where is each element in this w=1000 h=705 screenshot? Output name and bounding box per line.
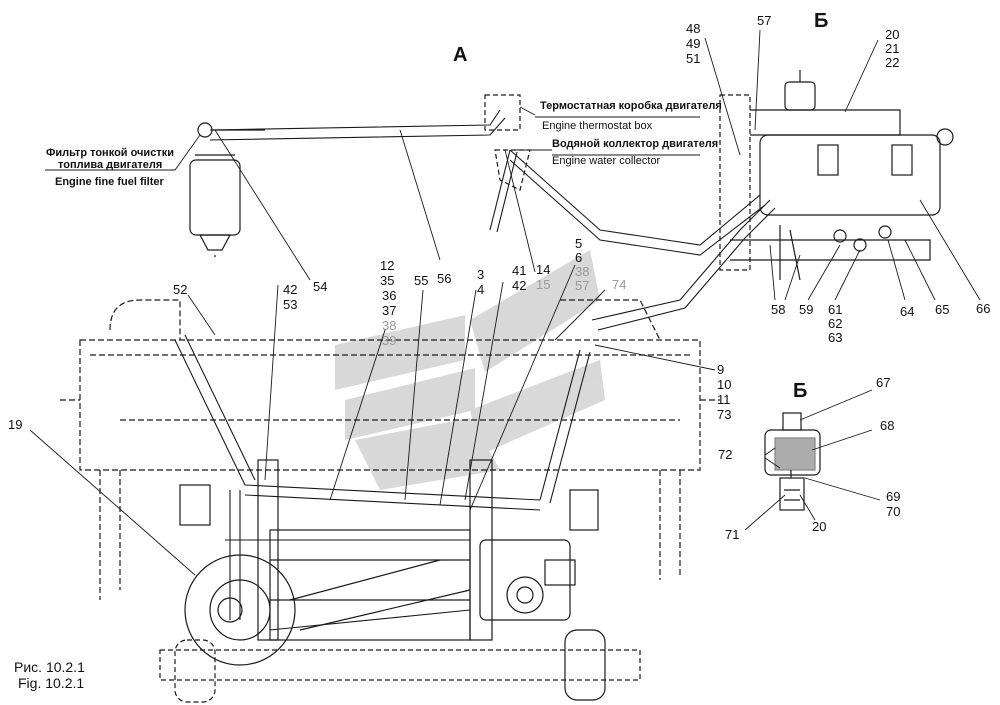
brackets [179,459,599,641]
callout-38-left: 38 [382,318,397,333]
callout-19: 19 [8,417,23,432]
callout-39: 39 [382,333,397,348]
callout-62: 62 [828,316,843,331]
fuel-filter-label-ru-2: топлива двигателя [58,159,163,171]
callout-48: 48 [686,21,701,36]
callout-6: 6 [575,250,583,265]
thermostat-label-ru: Термостатная коробка двигателя [540,100,722,112]
callout-63: 63 [828,330,843,345]
callout-4: 4 [477,282,485,297]
callout-20-top: 20 [885,27,900,42]
fuel-filter-label-ru-1: Фильтр тонкой очистки [46,147,174,159]
callout-11: 11 [717,392,731,407]
water-collector-label-ru: Водяной коллектор двигателя [552,138,719,150]
callout-52: 52 [173,282,188,297]
heater-assembly [719,70,954,281]
figure-caption-ru: Рис. 10.2.1 [14,659,85,675]
annotation-rules [45,106,700,171]
watermark-logo [335,250,605,490]
callout-59: 59 [799,302,814,317]
callout-20-detail: 20 [812,519,827,534]
callout-57-top: 57 [757,13,772,28]
figure-caption-en: Fig. 10.2.1 [18,675,85,691]
section-a-label: А [453,44,468,66]
section-b-label-top: Б [814,10,829,32]
callout-57-mid: 57 [575,278,590,293]
callout-58: 58 [771,302,786,317]
engine-block [269,529,576,641]
callout-61: 61 [828,302,843,317]
callout-54: 54 [313,279,328,294]
callout-56: 56 [437,271,452,286]
callout-9: 9 [717,362,725,377]
callout-74: 74 [612,277,627,292]
callout-53: 53 [283,297,298,312]
fine-fuel-filter [189,122,265,258]
callout-14: 14 [536,262,551,277]
callout-42-left: 42 [283,282,298,297]
callout-67: 67 [876,375,891,390]
callout-42-right: 42 [512,278,527,293]
section-b-label-detail: Б [793,380,808,402]
callout-49: 49 [686,36,701,51]
callout-51: 51 [686,51,701,66]
detail-cap [764,412,821,511]
thermostat-box [484,94,531,191]
callout-10: 10 [717,377,732,392]
callout-15: 15 [536,277,551,292]
callout-68: 68 [880,418,895,433]
water-collector-label-en: Engine water collector [552,155,661,167]
callout-69: 69 [886,489,901,504]
callout-3: 3 [477,267,485,282]
callout-12: 12 [380,258,395,273]
callout-65: 65 [935,302,950,317]
callout-37: 37 [382,303,397,318]
callout-73: 73 [717,407,732,422]
callout-21: 21 [885,41,900,56]
front-axle [159,554,641,703]
callout-55: 55 [414,273,429,288]
callout-41: 41 [512,263,527,278]
fuel-filter-label-en: Engine fine fuel filter [55,176,164,188]
callout-71: 71 [725,527,740,542]
callout-35: 35 [380,273,395,288]
callout-66: 66 [976,301,991,316]
thermostat-label-en: Engine thermostat box [542,120,653,132]
callout-5: 5 [575,236,583,251]
callout-38-right: 38 [575,264,590,279]
callout-64: 64 [900,304,915,319]
callout-72: 72 [718,447,733,462]
fuel-lines [174,109,776,631]
callout-70: 70 [886,504,901,519]
leader-lines [29,29,981,576]
callout-36: 36 [382,288,397,303]
callout-22: 22 [885,55,900,70]
